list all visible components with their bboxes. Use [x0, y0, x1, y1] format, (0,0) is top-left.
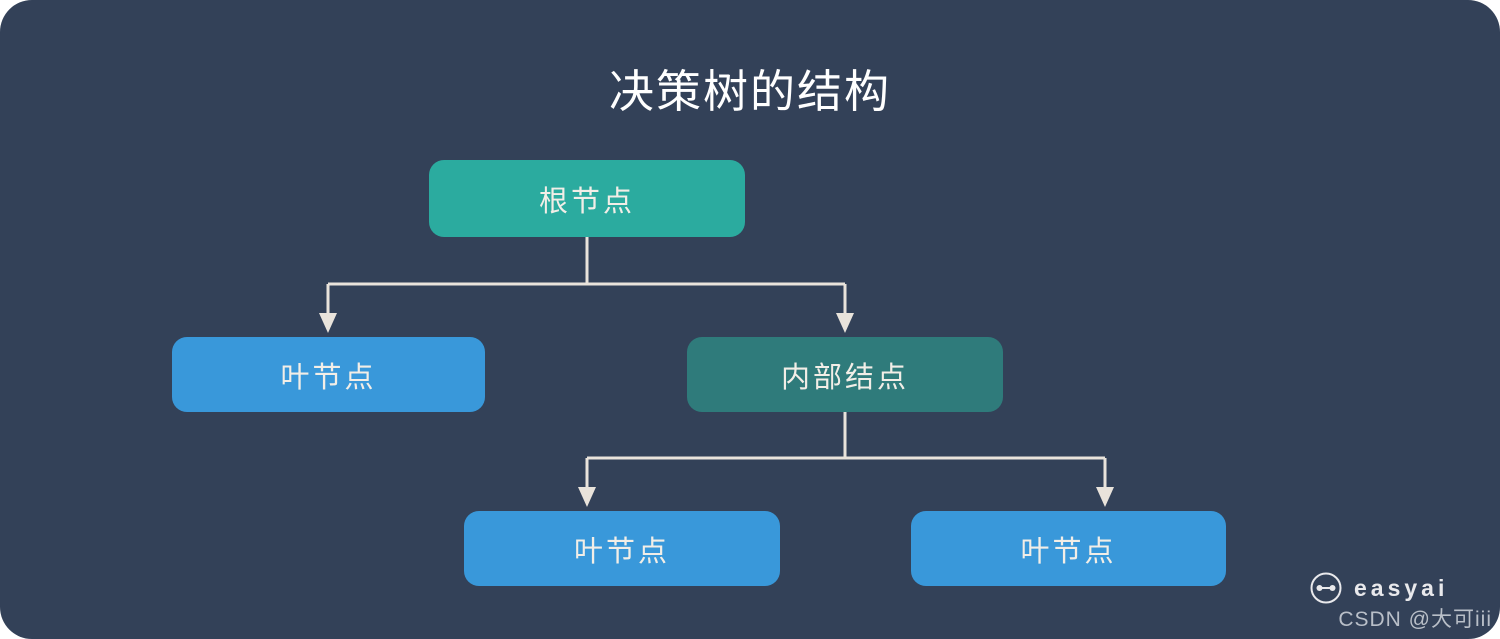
easyai-logo-icon [1310, 572, 1342, 604]
node-leaf-left: 叶节点 [172, 337, 485, 412]
node-root: 根节点 [429, 160, 745, 237]
node-leaf-bottom-left: 叶节点 [464, 511, 780, 586]
node-root-label: 根节点 [538, 185, 635, 218]
page-title: 决策树的结构 [608, 66, 891, 117]
node-leaf-bottom-left-label: 叶节点 [573, 535, 670, 568]
node-internal: 内部结点 [687, 337, 1003, 412]
arrowhead-bottom-right-leaf [1096, 487, 1114, 507]
csdn-watermark: CSDN @大可iii [1338, 608, 1492, 631]
arrowhead-bottom-left-leaf [578, 487, 596, 507]
arrowhead-left-leaf [319, 313, 337, 333]
easyai-brand: easyai [1310, 572, 1448, 604]
arrowhead-internal [836, 313, 854, 333]
edge-root-children [326, 237, 847, 316]
edge-internal-children [585, 412, 1107, 490]
node-leaf-bottom-right-label: 叶节点 [1020, 535, 1117, 568]
easyai-brand-label: easyai [1354, 574, 1449, 601]
node-internal-label: 内部结点 [780, 361, 909, 394]
node-leaf-bottom-right: 叶节点 [911, 511, 1226, 586]
node-leaf-left-label: 叶节点 [280, 361, 377, 394]
